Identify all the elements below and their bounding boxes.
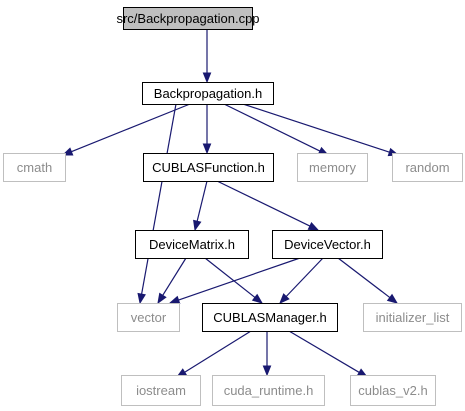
node-backprop-cpp[interactable]: src/Backpropagation.cpp — [116, 7, 260, 30]
node-cublas-v2-h: cublas_v2.h — [350, 375, 436, 406]
node-iostream: iostream — [121, 375, 201, 406]
node-memory: memory — [297, 153, 368, 182]
node-box — [272, 230, 383, 259]
arrowhead-icon — [202, 143, 212, 155]
edge-line — [223, 103, 321, 152]
edge-devicevector_h-to-cublasmanager_h — [279, 257, 324, 304]
node-label: DeviceMatrix.h — [149, 237, 235, 252]
node-label: cublas_v2.h — [358, 383, 427, 398]
node-label: vector — [131, 310, 167, 325]
edge-cublasmanager_h-to-cuda_runtime_h — [262, 331, 272, 377]
edge-devicevector_h-to-initializer_list — [337, 257, 399, 304]
node-label: random — [405, 160, 449, 175]
node-box — [135, 230, 249, 259]
node-random: random — [392, 153, 463, 182]
node-cublasmanager-h[interactable]: CUBLASManager.h — [202, 303, 338, 332]
edge-line — [196, 180, 208, 222]
node-label: cuda_runtime.h — [224, 383, 314, 398]
node-box — [297, 153, 368, 182]
node-label: memory — [309, 160, 356, 175]
edge-backprop_h-to-random — [242, 103, 400, 157]
node-box — [117, 303, 180, 332]
edge-backprop_h-to-vector — [137, 103, 177, 305]
edge-line — [216, 180, 311, 227]
node-backprop-h[interactable]: Backpropagation.h — [142, 82, 274, 105]
node-box — [123, 7, 253, 30]
node-box — [202, 303, 338, 332]
edge-devicevector_h-to-vector — [168, 257, 301, 304]
node-label: initializer_list — [376, 310, 450, 325]
node-box — [143, 153, 274, 182]
edge-line — [71, 103, 191, 153]
edge-line — [285, 257, 324, 297]
node-box — [363, 303, 462, 332]
edge-cublasmanager_h-to-cublas_v2_h — [288, 330, 369, 378]
node-box — [142, 82, 274, 105]
edge-line — [184, 330, 252, 373]
node-devicematrix-h[interactable]: DeviceMatrix.h — [135, 230, 249, 259]
edge-backprop_h-to-memory — [223, 103, 330, 156]
edge-cublasmanager_h-to-iostream — [175, 330, 252, 378]
node-label: cmath — [17, 160, 52, 175]
arrowhead-icon — [168, 295, 181, 304]
edge-backprop_cpp-to-backprop_h — [202, 29, 212, 84]
node-box — [392, 153, 463, 182]
node-box — [121, 375, 201, 406]
arrowhead-icon — [386, 293, 399, 304]
node-box — [3, 153, 66, 182]
node-cublasfunction-h[interactable]: CUBLASFunction.h — [143, 153, 274, 182]
node-label: DeviceVector.h — [284, 237, 371, 252]
edge-line — [337, 257, 391, 299]
node-label: Backpropagation.h — [154, 86, 262, 101]
edge-devicematrix_h-to-cublasmanager_h — [204, 257, 264, 304]
edge-line — [204, 257, 256, 298]
nodes-layer: src/Backpropagation.cppBackpropagation.h… — [3, 7, 463, 406]
node-devicevector-h[interactable]: DeviceVector.h — [272, 230, 383, 259]
edge-line — [162, 257, 187, 296]
edge-line — [178, 257, 301, 301]
node-initializer-list: initializer_list — [363, 303, 462, 332]
edge-line — [288, 330, 360, 373]
edge-backprop_h-to-cublasfunction_h — [202, 104, 212, 155]
node-label: src/Backpropagation.cpp — [116, 11, 259, 26]
node-box — [212, 375, 325, 406]
node-cmath: cmath — [3, 153, 66, 182]
arrowhead-icon — [262, 365, 272, 377]
edge-line — [242, 103, 390, 153]
arrowhead-icon — [202, 72, 212, 84]
edge-line — [141, 103, 177, 295]
node-label: CUBLASFunction.h — [152, 160, 265, 175]
arrowhead-icon — [193, 219, 202, 232]
node-label: CUBLASManager.h — [213, 310, 326, 325]
arrowhead-icon — [251, 293, 264, 304]
edge-devicematrix_h-to-vector — [157, 257, 187, 305]
node-cuda-runtime-h: cuda_runtime.h — [212, 375, 325, 406]
node-box — [350, 375, 436, 406]
arrowhead-icon — [307, 221, 320, 231]
edge-cublasfunction_h-to-devicematrix_h — [193, 180, 208, 232]
edge-cublasfunction_h-to-devicevector_h — [216, 180, 320, 231]
node-vector: vector — [117, 303, 180, 332]
arrowhead-icon — [137, 292, 146, 305]
node-label: iostream — [136, 383, 186, 398]
arrowhead-icon — [279, 293, 290, 304]
arrowhead-icon — [157, 292, 167, 305]
